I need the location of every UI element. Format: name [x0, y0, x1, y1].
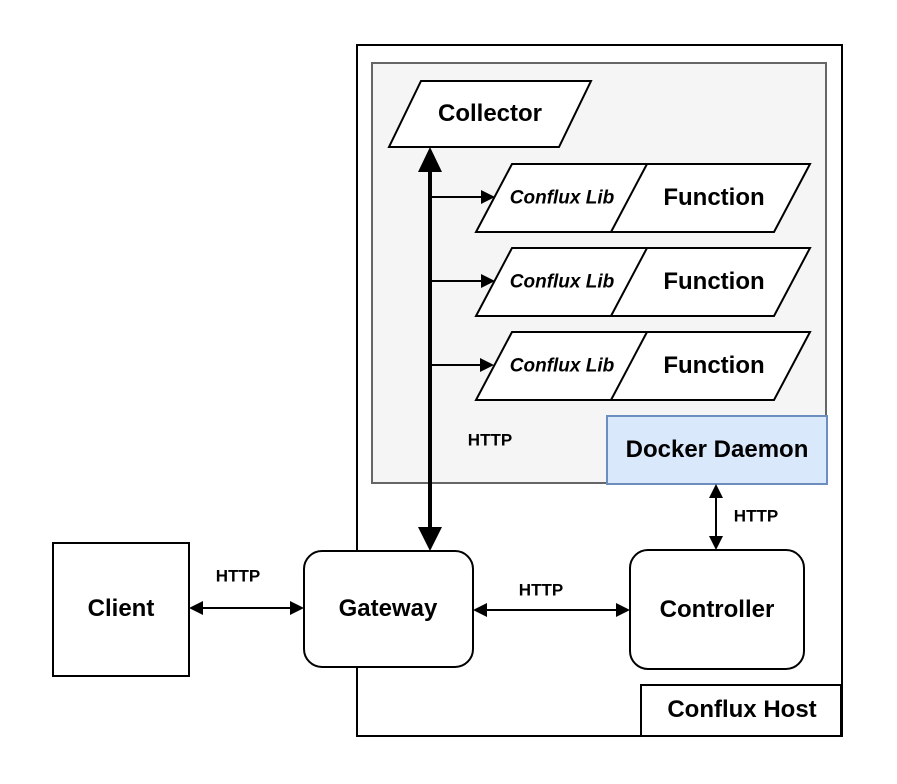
- function-branch-arrow-3: [430, 358, 494, 372]
- conflux-lib-divider: [610, 247, 648, 317]
- conflux-lib-label-2: Conflux Lib: [509, 271, 615, 293]
- function-node-1: [474, 163, 812, 233]
- conflux-lib-divider: [610, 163, 648, 233]
- docker-daemon-node: [606, 415, 828, 485]
- controller-node: [629, 549, 805, 670]
- function-node-2: [474, 247, 812, 317]
- client-gateway-arrow: [189, 601, 304, 615]
- client-gateway-http-label: HTTP: [215, 566, 261, 586]
- function-label-3: Function: [663, 352, 765, 379]
- controller-label: Controller: [659, 596, 775, 623]
- gateway-controller-http-label: HTTP: [518, 580, 564, 600]
- client-label: Client: [87, 595, 155, 622]
- gateway-controller-arrow: [473, 603, 630, 617]
- function-label-1: Function: [663, 184, 765, 211]
- gateway-label: Gateway: [338, 595, 438, 622]
- function-branch-arrow-2: [430, 274, 495, 288]
- function-node-3: [474, 331, 812, 401]
- conflux-host-label: Conflux Host: [667, 696, 817, 723]
- docker-controller-arrow: [709, 484, 723, 550]
- collector-gateway-arrow: [418, 147, 442, 551]
- collector-node: [387, 80, 593, 148]
- function-label-2: Function: [663, 268, 765, 295]
- collector-label: Collector: [437, 100, 543, 127]
- docker-controller-http-label: HTTP: [733, 506, 779, 526]
- function-branch-arrow-1: [430, 190, 495, 204]
- conflux-lib-label-3: Conflux Lib: [509, 355, 615, 377]
- gateway-node: [303, 550, 474, 668]
- collector-gateway-http-label: HTTP: [467, 430, 513, 450]
- client-node: [52, 542, 190, 677]
- conflux-lib-divider: [610, 331, 648, 401]
- conflux-lib-label-1: Conflux Lib: [509, 187, 615, 209]
- docker-daemon-label: Docker Daemon: [625, 436, 809, 463]
- conflux-host-label-box: [640, 684, 842, 737]
